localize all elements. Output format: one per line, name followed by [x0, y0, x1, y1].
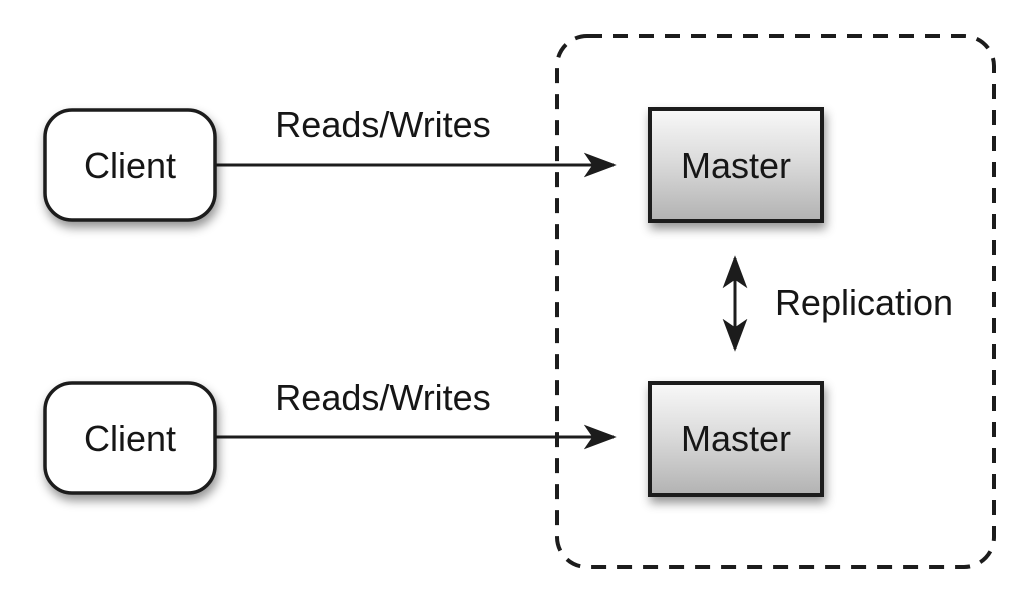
master-top-label: Master	[681, 145, 791, 186]
reads-writes-top-label: Reads/Writes	[275, 104, 490, 145]
replication-cluster-border	[555, 34, 996, 569]
master-bottom-label: Master	[681, 418, 791, 459]
client-top-node	[43, 108, 217, 222]
master-bottom-node	[648, 381, 824, 497]
client-bottom-node	[43, 381, 217, 495]
client-top-label: Client	[84, 145, 176, 186]
replication-label: Replication	[775, 282, 953, 323]
master-top-node	[648, 107, 824, 223]
reads-writes-bottom-label: Reads/Writes	[275, 377, 490, 418]
client-bottom-label: Client	[84, 418, 176, 459]
